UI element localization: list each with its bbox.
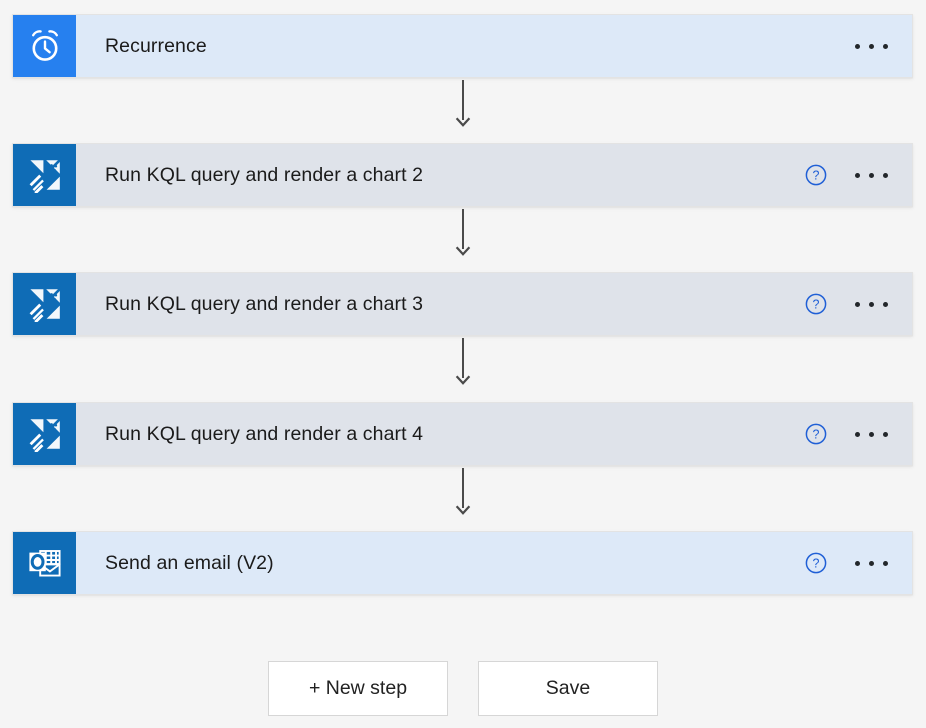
- more-commands-icon[interactable]: [853, 555, 890, 572]
- more-commands-icon[interactable]: [853, 167, 890, 184]
- more-commands-icon[interactable]: [853, 426, 890, 443]
- flow-step-actions: ?: [805, 144, 912, 206]
- flow-step-title: Run KQL query and render a chart 2: [105, 163, 424, 186]
- svg-text:?: ?: [813, 428, 820, 442]
- more-commands-icon[interactable]: [853, 38, 890, 55]
- flow-step-card-kql-chart-3[interactable]: Run KQL query and render a chart 3?: [12, 272, 913, 336]
- svg-text:?: ?: [813, 169, 820, 183]
- save-button[interactable]: Save: [478, 661, 658, 716]
- flow-connector-arrow-3: [455, 338, 471, 390]
- flow-step-title: Run KQL query and render a chart 3: [105, 292, 424, 315]
- flow-step-card-send-email-v2[interactable]: Send an email (V2)?: [12, 531, 913, 595]
- flow-connector-arrow-4: [455, 468, 471, 520]
- azure-data-explorer-icon: [13, 144, 76, 206]
- azure-data-explorer-icon: [13, 403, 76, 465]
- svg-text:?: ?: [813, 557, 820, 571]
- new-step-button[interactable]: + New step: [268, 661, 448, 716]
- help-icon[interactable]: ?: [805, 552, 827, 574]
- flow-step-title: Run KQL query and render a chart 4: [105, 422, 424, 445]
- help-icon[interactable]: ?: [805, 423, 827, 445]
- flow-step-actions: ?: [805, 532, 912, 594]
- help-icon[interactable]: ?: [805, 293, 827, 315]
- flow-connector-arrow-2: [455, 209, 471, 261]
- alarm-clock-icon: [13, 15, 76, 77]
- azure-data-explorer-icon: [13, 273, 76, 335]
- flow-step-actions: ?: [805, 273, 912, 335]
- outlook-icon: [13, 532, 76, 594]
- more-commands-icon[interactable]: [853, 296, 890, 313]
- flow-step-title: Send an email (V2): [105, 551, 274, 574]
- svg-text:?: ?: [813, 298, 820, 312]
- designer-footer: + New step Save: [0, 661, 926, 716]
- help-icon[interactable]: ?: [805, 164, 827, 186]
- flow-step-actions: [853, 15, 912, 77]
- flow-connector-arrow-1: [455, 80, 471, 132]
- flow-step-title: Recurrence: [105, 34, 207, 57]
- flow-step-actions: ?: [805, 403, 912, 465]
- flow-step-card-kql-chart-4[interactable]: Run KQL query and render a chart 4?: [12, 402, 913, 466]
- flow-step-card-recurrence[interactable]: Recurrence: [12, 14, 913, 78]
- flow-step-card-kql-chart-2[interactable]: Run KQL query and render a chart 2?: [12, 143, 913, 207]
